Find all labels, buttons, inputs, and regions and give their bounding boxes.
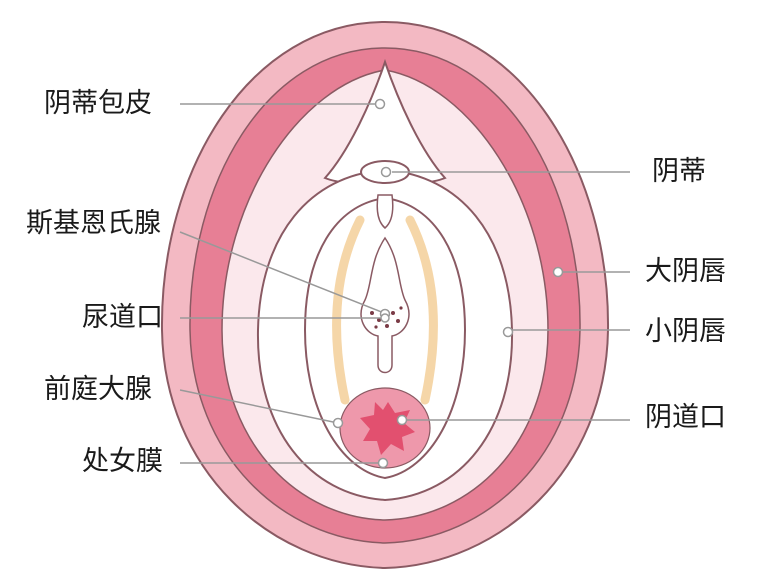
label-labia-minora: 小阴唇 [645,316,726,347]
dot-labia-majora [552,266,564,278]
skenes-gland-dots [370,306,403,329]
label-bartholin-gland: 前庭大腺 [44,374,152,405]
frenulum [376,194,394,229]
label-clitoral-hood: 阴蒂包皮 [44,88,152,119]
urethral-region [360,236,410,374]
leader-bartholin-gland [179,389,339,424]
leader-skenes-gland [179,231,385,314]
label-urethral-opening: 尿道口 [82,302,163,333]
dot-vaginal-opening [396,414,408,426]
dot-labia-minora [502,326,514,338]
dot-clitoris [380,166,392,178]
label-hymen: 处女膜 [82,446,163,477]
label-vaginal-opening: 阴道口 [645,402,726,433]
left-gland-streak [332,215,365,405]
dot-clitoral-hood [374,98,386,110]
dot-urethral-opening [380,313,390,323]
label-labia-majora: 大阴唇 [645,256,726,287]
dot-hymen [377,457,389,469]
pointer-dots [332,98,564,469]
leader-lines [179,103,630,464]
label-skenes-gland: 斯基恩氏腺 [26,208,161,239]
label-clitoris: 阴蒂 [652,156,706,187]
right-gland-streak [405,215,438,405]
dot-bartholin-gland [332,417,344,429]
